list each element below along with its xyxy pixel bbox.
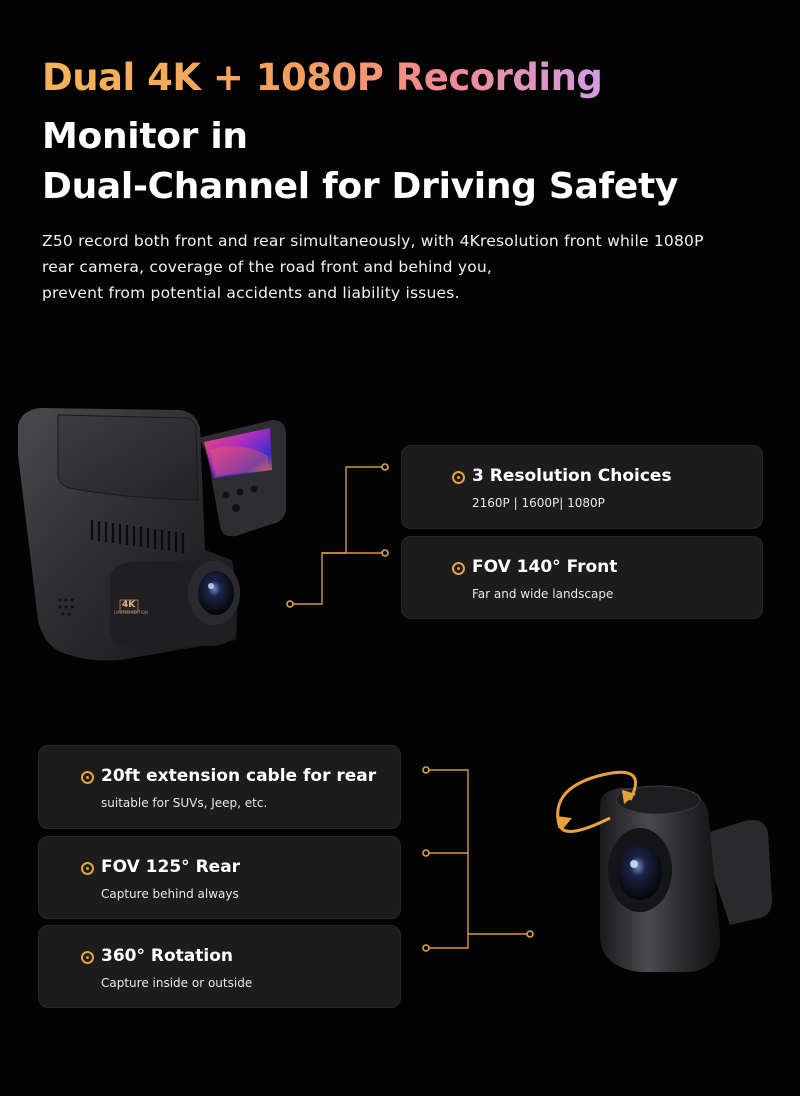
feature-card-fov-rear: FOV 125° Rear Capture behind always xyxy=(38,836,401,919)
description-line-2: rear camera, coverage of the road front … xyxy=(42,258,493,276)
feature-title: 3 Resolution Choices xyxy=(472,466,672,486)
feature-card-resolution: 3 Resolution Choices 2160P | 1600P| 1080… xyxy=(401,445,763,529)
bullet-ring-icon xyxy=(452,471,465,484)
feature-subtitle: Far and wide landscape xyxy=(472,587,614,601)
feature-subtitle: 2160P | 1600P| 1080P xyxy=(472,496,605,510)
description: Z50 record both front and rear simultane… xyxy=(42,228,792,306)
headline: Dual 4K + 1080P Recording xyxy=(42,56,603,99)
feature-title: FOV 125° Rear xyxy=(101,857,241,877)
feature-card-rotation: 360° Rotation Capture inside or outside xyxy=(38,925,401,1008)
camera-badge-label: 4K xyxy=(122,600,136,610)
feature-card-extension-cable: 20ft extension cable for rear suitable f… xyxy=(38,745,401,829)
description-line-1: Z50 record both front and rear simultane… xyxy=(42,232,704,250)
feature-title: 360° Rotation xyxy=(101,946,234,966)
bullet-ring-icon xyxy=(81,862,94,875)
title-line-1: Monitor in xyxy=(42,116,248,157)
camera-badge: 4K LIMITED EDITION xyxy=(114,600,154,615)
feature-title: 20ft extension cable for rear xyxy=(101,766,377,786)
bullet-ring-icon xyxy=(81,951,94,964)
bullet-ring-icon xyxy=(452,562,465,575)
bullet-ring-icon xyxy=(81,771,94,784)
description-line-3: prevent from potential accidents and lia… xyxy=(42,284,460,302)
feature-subtitle: Capture behind always xyxy=(101,887,239,901)
feature-card-fov-front: FOV 140° Front Far and wide landscape xyxy=(401,536,763,619)
feature-subtitle: Capture inside or outside xyxy=(101,976,253,990)
title-line-2: Dual-Channel for Driving Safety xyxy=(42,166,679,207)
feature-title: FOV 140° Front xyxy=(472,557,618,577)
camera-badge-edition: LIMITED EDITION xyxy=(114,610,148,615)
feature-subtitle: suitable for SUVs, Jeep, etc. xyxy=(101,796,268,810)
